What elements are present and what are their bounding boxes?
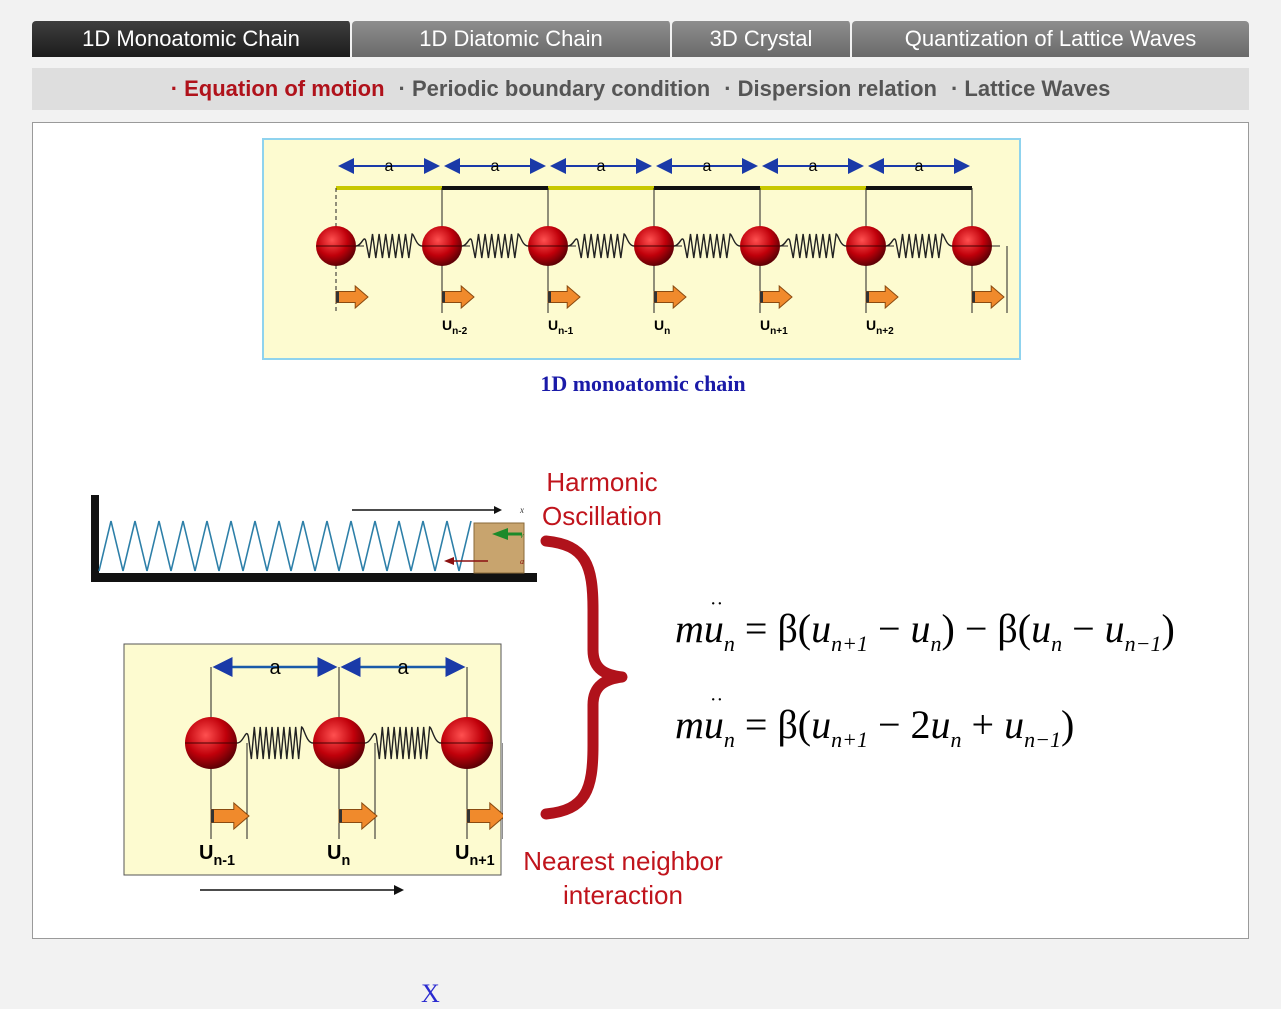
harmonic-oscillator-figure: x v a xyxy=(91,495,537,582)
tab-3d-crystal[interactable]: 3D Crystal xyxy=(672,21,852,57)
lattice-spacing-label: a xyxy=(915,158,924,175)
spring xyxy=(885,233,953,259)
sub-navigation: · Equation of motion · Periodic boundary… xyxy=(32,68,1249,110)
lattice-spacing-label: a xyxy=(597,158,606,175)
x-axis-label: X xyxy=(421,979,440,1008)
displacement-arrow xyxy=(210,801,250,831)
equation-1: mu··n = β(un+1 − un) − β(un − un−1) xyxy=(675,593,1175,656)
lattice-spacing-label: a xyxy=(397,657,409,679)
axis-a-label: a xyxy=(520,557,524,566)
spring xyxy=(567,233,635,259)
displacement-label: Un+2 xyxy=(866,317,894,337)
spring xyxy=(461,233,529,259)
displacement-arrow xyxy=(759,284,793,310)
monoatomic-chain-figure: a a a a a aUn-2 Un-1 Un Un+1 Un+2 xyxy=(262,138,1021,360)
lattice-spacing-label: a xyxy=(269,657,281,679)
displacement-arrow xyxy=(865,284,899,310)
subnav-lattice-waves[interactable]: · Lattice Waves xyxy=(950,76,1111,101)
spring xyxy=(236,726,314,760)
displacement-label: Un-2 xyxy=(442,317,468,337)
nearest-neighbor-figure: a aUn-1 Un Un+1 xyxy=(123,643,503,876)
displacement-arrow xyxy=(466,801,503,831)
spring xyxy=(355,233,423,259)
spring xyxy=(364,726,442,760)
spring xyxy=(673,233,741,259)
equation-2: mu··n = β(un+1 − 2un + un−1) xyxy=(675,689,1075,752)
tab-1d-diatomic-chain[interactable]: 1D Diatomic Chain xyxy=(352,21,672,57)
top-tabs: 1D Monoatomic Chain 1D Diatomic Chain 3D… xyxy=(32,21,1249,57)
lattice-spacing-label: a xyxy=(809,158,818,175)
displacement-arrow xyxy=(335,284,369,310)
subnav-periodic-boundary-condition[interactable]: · Periodic boundary condition xyxy=(398,76,711,101)
displacement-arrow xyxy=(547,284,581,310)
displacement-label: Un+1 xyxy=(455,842,495,869)
subnav-equation-of-motion[interactable]: · Equation of motion xyxy=(170,76,385,101)
displacement-label: Un xyxy=(327,842,350,869)
lattice-spacing-label: a xyxy=(703,158,712,175)
lattice-spacing-label: a xyxy=(385,158,394,175)
displacement-arrow xyxy=(971,284,1005,310)
x-axis-arrow xyxy=(200,885,404,895)
displacement-label: Un+1 xyxy=(760,317,788,337)
displacement-label: Un-1 xyxy=(548,317,574,337)
spring xyxy=(779,233,847,259)
displacement-arrow xyxy=(653,284,687,310)
axis-x-label: x xyxy=(519,505,524,515)
displacement-label: Un-1 xyxy=(199,842,235,869)
axis-v-label: v xyxy=(520,531,524,540)
figure-caption: 1D monoatomic chain xyxy=(540,371,746,396)
subnav-dispersion-relation[interactable]: · Dispersion relation xyxy=(724,76,937,101)
displacement-label: Un xyxy=(654,317,670,337)
displacement-arrow xyxy=(441,284,475,310)
tab-1d-monoatomic-chain[interactable]: 1D Monoatomic Chain xyxy=(32,21,352,57)
displacement-arrow xyxy=(338,801,378,831)
curly-brace xyxy=(540,535,628,820)
tab-quantization-of-lattice-waves[interactable]: Quantization of Lattice Waves xyxy=(852,21,1249,57)
lattice-spacing-label: a xyxy=(491,158,500,175)
